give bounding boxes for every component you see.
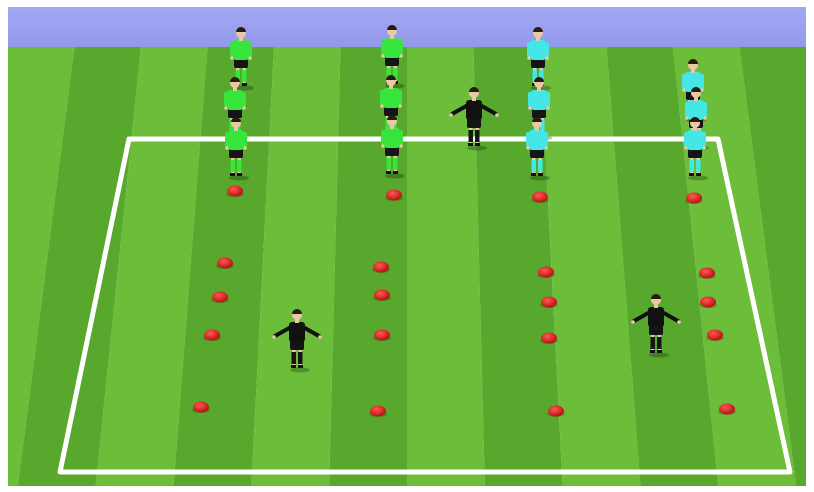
sky: [8, 7, 806, 47]
